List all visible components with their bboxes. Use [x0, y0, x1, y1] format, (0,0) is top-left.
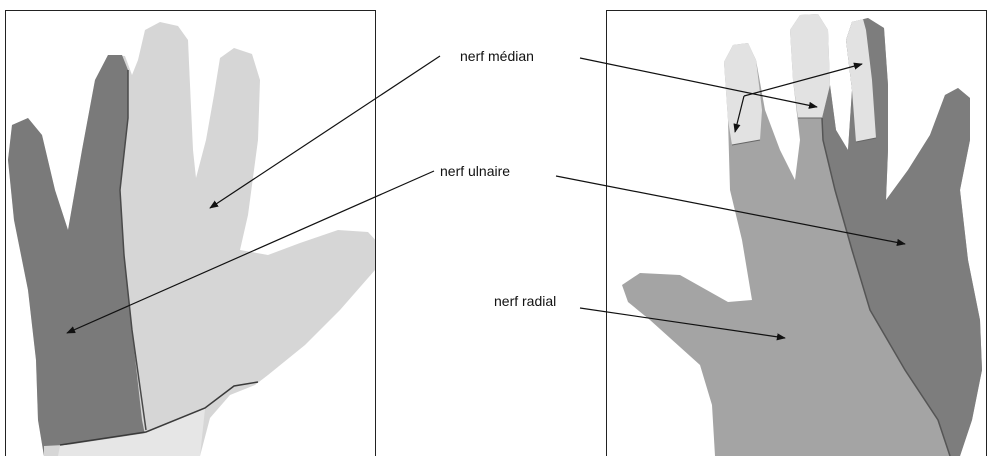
palm-frame — [5, 10, 376, 456]
palm-boundary-line — [119, 70, 147, 431]
palm-forearm — [58, 409, 205, 456]
dorsum-median-index-tip — [724, 43, 762, 145]
palm-panel — [8, 22, 376, 456]
dorsum-tip-line-index — [731, 139, 761, 146]
dorsum-median-ring-tip — [846, 19, 876, 142]
dorsum-tip-line-ring — [855, 137, 877, 143]
palm-ulnar-territory — [8, 55, 146, 456]
dorsum-boundary-line — [821, 117, 951, 456]
arrow-median-branch-index — [733, 95, 745, 133]
dorsum-median-middle-tip — [790, 14, 830, 118]
palm-wrist-line — [59, 381, 259, 446]
label-nerf-ulnaire: nerf ulnaire — [440, 163, 510, 179]
dorsum-panel — [622, 14, 982, 456]
arrow-median-to-dorsum — [579, 57, 818, 109]
arrow-median-branch-ring — [743, 62, 863, 97]
label-nerf-radial: nerf radial — [494, 293, 556, 309]
arrow-radial-to-dorsum — [579, 307, 786, 341]
arrow-median-to-palm — [209, 55, 441, 209]
label-nerf-median: nerf médian — [460, 48, 534, 64]
arrow-ulnaire-to-palm — [66, 170, 435, 334]
arrow-ulnaire-to-dorsum — [555, 175, 906, 246]
